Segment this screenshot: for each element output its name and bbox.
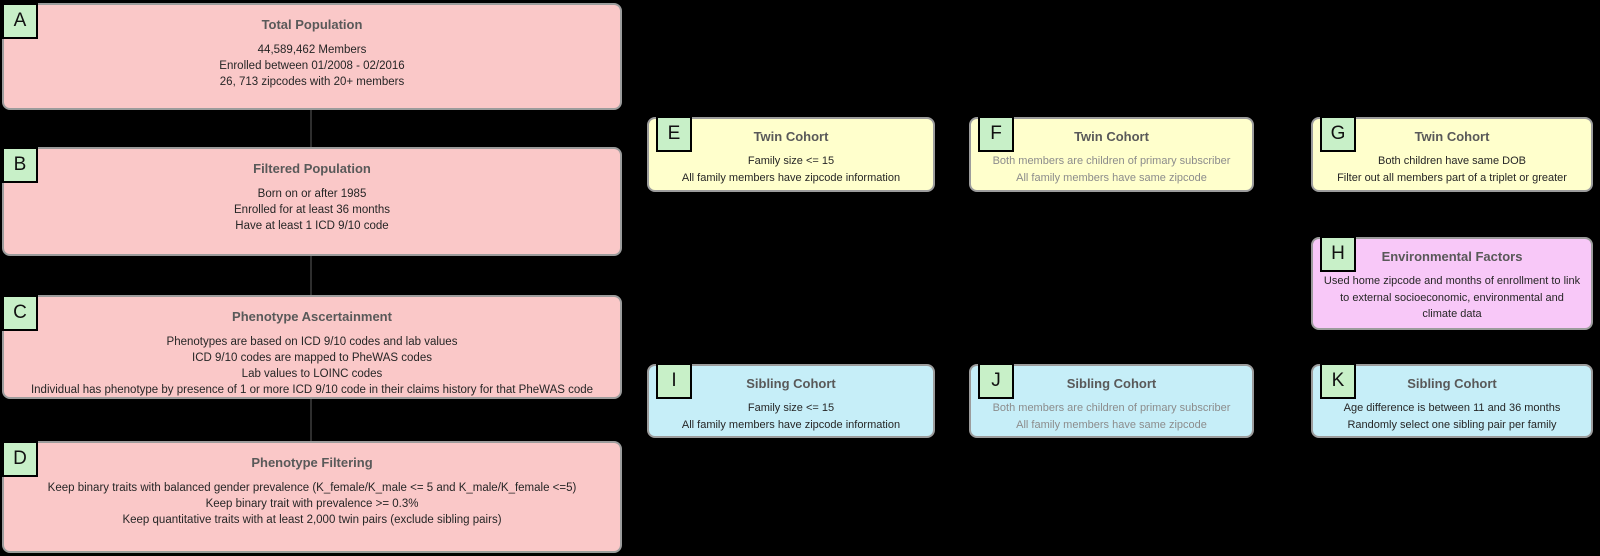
node-twin-cohort-e: E Twin Cohort Family size <= 15 All fami… xyxy=(647,116,935,192)
node-c-letter-badge: C xyxy=(2,295,38,331)
node-d-line: Keep binary traits with balanced gender … xyxy=(47,482,577,494)
node-i-letter-badge: I xyxy=(656,363,692,399)
node-i-line: All family members have zipcode informat… xyxy=(681,418,901,431)
connector-a-b xyxy=(310,110,312,147)
node-b-title: Filtered Population xyxy=(253,161,371,176)
node-d-letter-badge: D xyxy=(2,441,38,477)
node-a-title: Total Population xyxy=(261,17,363,32)
node-a-line: 44,589,462 Members xyxy=(257,44,367,56)
node-h-line: Used home zipcode and months of enrollme… xyxy=(1323,275,1581,320)
node-j-title: Sibling Cohort xyxy=(1066,376,1157,391)
node-d-line: Keep binary trait with prevalence >= 0.3… xyxy=(205,498,419,510)
node-d-line: Keep quantitative traits with at least 2… xyxy=(122,514,502,526)
node-a-line: Enrolled between 01/2008 - 02/2016 xyxy=(219,60,405,72)
node-g-line: Both children have same DOB xyxy=(1378,155,1526,167)
node-c-line: Lab values to LOINC codes xyxy=(241,368,383,380)
node-j-line: Both members are children of primary sub… xyxy=(992,402,1231,414)
node-j-line: All family members have same zipcode xyxy=(1016,418,1207,431)
node-twin-cohort-f: F Twin Cohort Both members are children … xyxy=(969,116,1254,192)
node-sibling-cohort-j: J Sibling Cohort Both members are childr… xyxy=(969,363,1254,438)
node-filtered-population: B Filtered Population Born on or after 1… xyxy=(2,147,622,256)
node-b-line: Enrolled for at least 36 months xyxy=(234,204,390,216)
connector-c-d xyxy=(310,398,312,441)
node-e-line: Family size <= 15 xyxy=(747,155,835,167)
node-a-letter-badge: A xyxy=(2,3,38,39)
node-twin-cohort-g: G Twin Cohort Both children have same DO… xyxy=(1311,116,1593,192)
node-h-title: Environmental Factors xyxy=(1381,249,1523,264)
node-g-line: Filter out all members part of a triplet… xyxy=(1337,171,1567,184)
node-f-letter-badge: F xyxy=(978,116,1014,152)
node-b-line: Have at least 1 ICD 9/10 code xyxy=(235,220,389,232)
node-sibling-cohort-i: I Sibling Cohort Family size <= 15 All f… xyxy=(647,363,935,438)
node-f-line: Both members are children of primary sub… xyxy=(992,155,1231,167)
node-f-title: Twin Cohort xyxy=(1074,129,1149,144)
node-e-title: Twin Cohort xyxy=(753,129,829,144)
node-c-line: Phenotypes are based on ICD 9/10 codes a… xyxy=(166,336,458,348)
node-k-line: Age difference is between 11 and 36 mont… xyxy=(1343,402,1561,414)
node-c-title: Phenotype Ascertainment xyxy=(232,309,392,324)
node-k-title: Sibling Cohort xyxy=(1407,376,1497,391)
node-a-line: 26, 713 zipcodes with 20+ members xyxy=(219,76,405,88)
node-e-line: All family members have zipcode informat… xyxy=(681,171,901,184)
node-i-line: Family size <= 15 xyxy=(747,402,835,414)
node-e-letter-badge: E xyxy=(656,116,692,152)
node-sibling-cohort-k: K Sibling Cohort Age difference is betwe… xyxy=(1311,363,1593,438)
node-g-letter-badge: G xyxy=(1320,116,1356,152)
node-b-letter-badge: B xyxy=(2,147,38,183)
node-c-line: Individual has phenotype by presence of … xyxy=(30,384,594,396)
node-total-population: A Total Population 44,589,462 Members En… xyxy=(2,3,622,110)
node-h-letter-badge: H xyxy=(1320,236,1356,272)
node-d-title: Phenotype Filtering xyxy=(251,455,373,470)
node-f-line: All family members have same zipcode xyxy=(1016,171,1207,184)
node-k-letter-badge: K xyxy=(1320,363,1356,399)
node-phenotype-filtering: D Phenotype Filtering Keep binary traits… xyxy=(2,441,622,553)
connector-b-c xyxy=(310,256,312,295)
node-g-title: Twin Cohort xyxy=(1414,129,1490,144)
node-environmental-factors: H Environmental Factors Used home zipcod… xyxy=(1311,236,1593,330)
node-j-letter-badge: J xyxy=(978,363,1014,399)
node-b-line: Born on or after 1985 xyxy=(257,188,367,200)
node-phenotype-ascertainment: C Phenotype Ascertainment Phenotypes are… xyxy=(2,295,622,399)
node-k-line: Randomly select one sibling pair per fam… xyxy=(1347,418,1557,431)
node-i-title: Sibling Cohort xyxy=(746,376,836,391)
node-c-line: ICD 9/10 codes are mapped to PheWAS code… xyxy=(192,352,432,364)
